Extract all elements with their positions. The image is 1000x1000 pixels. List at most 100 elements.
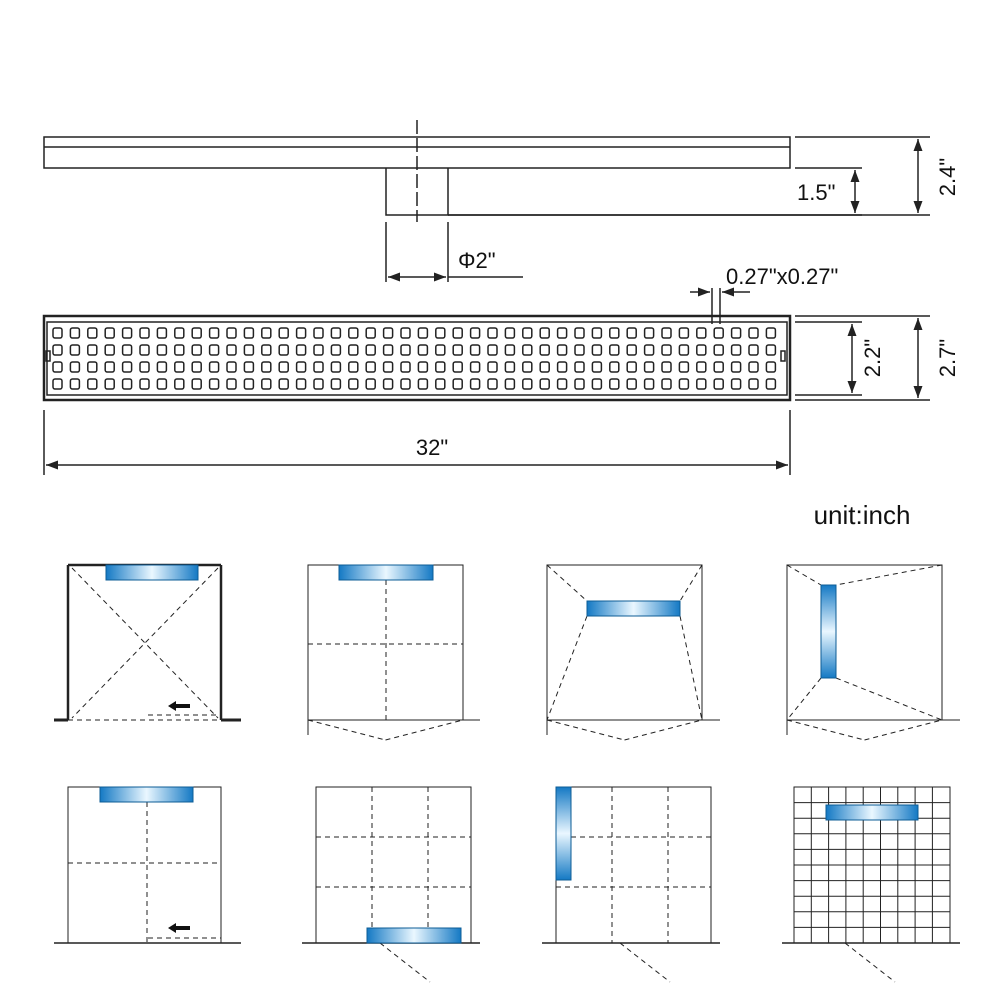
example-mosaic-tiles [782, 786, 960, 983]
guide-line [786, 719, 865, 741]
grate-slot [278, 344, 289, 356]
grate-slot [504, 361, 516, 373]
grate-slot [730, 378, 742, 390]
grate-slot [191, 327, 202, 339]
grate-slot [348, 327, 359, 339]
grate-slot [574, 344, 585, 356]
grate-slot [417, 361, 429, 373]
grate-slot [87, 378, 98, 390]
grate-slot [539, 327, 550, 339]
grate-slot [609, 378, 620, 390]
grate-slot [556, 378, 568, 390]
linear-drain [105, 564, 199, 581]
grate-slot [348, 344, 359, 356]
grate-slot [348, 361, 359, 373]
grate-slot [261, 361, 272, 373]
grate-outer-width-label: 2.7" [935, 339, 960, 377]
grate-slot [382, 344, 394, 356]
outlet-diameter-label: Φ2" [458, 248, 496, 273]
grate-slot [104, 344, 115, 356]
grate-slot [69, 361, 81, 373]
grate-slot [765, 378, 777, 390]
room-outline [786, 564, 943, 721]
grate-slot [626, 327, 637, 339]
grate-slot [191, 344, 202, 356]
grate-slot [121, 378, 133, 390]
grate-slot [643, 344, 655, 356]
grate-slot [278, 327, 289, 339]
grate-slot [765, 344, 777, 356]
room-outline [67, 786, 222, 944]
grate-slot [713, 327, 724, 339]
room-outline [555, 786, 712, 944]
linear-drain [366, 927, 462, 944]
grate-slot [522, 327, 533, 339]
grate-slot [504, 378, 516, 390]
grate-slot [156, 378, 168, 390]
grate-slot [278, 378, 289, 390]
grate-slot [713, 344, 724, 356]
grate-slot [52, 361, 63, 373]
linear-drain [99, 786, 194, 803]
grate-slot [139, 327, 150, 339]
linear-drain [586, 600, 681, 617]
grate-slot [452, 344, 463, 356]
grate-slot [591, 327, 603, 339]
grate-slot [696, 344, 707, 356]
grate-slot [69, 344, 81, 356]
grate-slot [139, 344, 150, 356]
grate-slot [678, 378, 690, 390]
guide-line [844, 942, 896, 983]
grate-slot [330, 378, 342, 390]
grate-slot [104, 327, 115, 339]
grate-slot [417, 344, 429, 356]
grate-slot [313, 344, 324, 356]
total-height-label: 2.4" [935, 158, 960, 196]
guide-line [307, 719, 386, 741]
grate-slot [52, 344, 63, 356]
grate-slot [748, 378, 759, 390]
grate-slot [678, 361, 690, 373]
grate-slot [435, 378, 446, 390]
grate-slot [174, 378, 185, 390]
grate-slot [609, 327, 620, 339]
grate-slot [313, 327, 324, 339]
guide-line [786, 564, 822, 586]
guide-line [864, 719, 943, 741]
grate-slot [295, 361, 307, 373]
grate-slot [678, 344, 690, 356]
guide-line [679, 615, 703, 721]
grate-slot [522, 378, 533, 390]
grate-slot [643, 378, 655, 390]
grate-slot [295, 327, 307, 339]
grate-slot [400, 344, 411, 356]
guide-line [71, 567, 219, 719]
guide-line [619, 942, 671, 983]
grate-slot [765, 327, 777, 339]
example-center-floor [546, 564, 720, 741]
grate-slot [609, 361, 620, 373]
grate-slot [191, 361, 202, 373]
grate-slot [417, 327, 429, 339]
grate-slot [643, 361, 655, 373]
body-height-label: 1.5" [797, 180, 835, 205]
grate-slot [121, 327, 133, 339]
grate-slot [661, 378, 672, 390]
guide-line [835, 564, 943, 586]
guide-line [546, 719, 625, 741]
grate-slot [730, 361, 742, 373]
grate-slot [556, 361, 568, 373]
grate-slot [52, 327, 63, 339]
grate-slot [522, 361, 533, 373]
grate-slot [400, 327, 411, 339]
grate-slot [748, 327, 759, 339]
guide-line [385, 719, 464, 741]
grate-slot [748, 361, 759, 373]
side-view [43, 120, 930, 282]
grate-slot [243, 378, 255, 390]
grate-slot [469, 344, 481, 356]
grate-slot [226, 327, 237, 339]
grate-slot [313, 361, 324, 373]
length-label: 32" [416, 435, 448, 460]
grate-slot [591, 361, 603, 373]
